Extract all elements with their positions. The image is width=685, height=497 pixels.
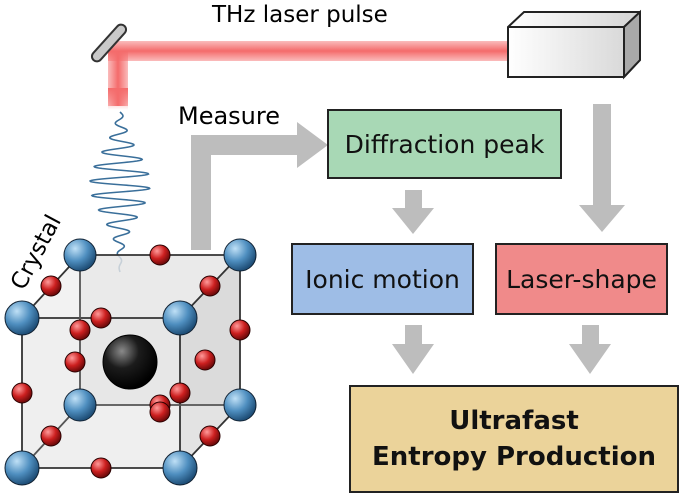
measure-label: Measure (178, 102, 280, 130)
thz-wave (88, 111, 151, 273)
entropy-line-2: Entropy Production (372, 442, 656, 472)
ionic-motion-box: Ionic motion (291, 243, 474, 315)
diffraction-peak-text: Diffraction peak (344, 129, 545, 159)
arrow-ionic-to-entropy (392, 325, 434, 374)
entropy-line-1: Ultrafast (449, 406, 579, 436)
arrow-laser-shape-to-entropy (569, 325, 611, 374)
measure-arrow (191, 122, 328, 250)
entropy-production-box: Ultrafast Entropy Production (349, 385, 679, 493)
crystal-structure (4, 238, 257, 486)
arrow-diffraction-to-ionic (392, 190, 434, 234)
laser-beam-horizontal (108, 41, 516, 61)
laser-shape-text: Laser-shape (506, 264, 657, 294)
laser-beam-fade (108, 88, 128, 110)
diffraction-peak-box: Diffraction peak (327, 109, 562, 179)
arrow-laser-to-laser-shape (579, 104, 625, 232)
laser-source-icon (507, 9, 641, 80)
thz-laser-pulse-label: THz laser pulse (212, 2, 388, 28)
mirror-icon (90, 23, 128, 63)
ionic-motion-text: Ionic motion (305, 264, 460, 294)
laser-shape-box: Laser-shape (495, 243, 668, 315)
